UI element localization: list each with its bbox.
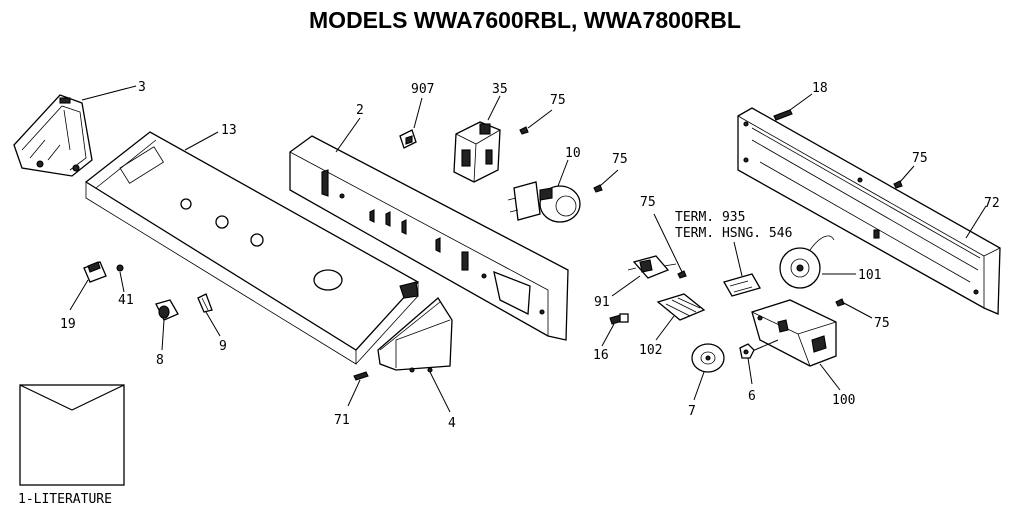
leader-35	[487, 95, 501, 121]
leader-907	[413, 97, 423, 129]
leader-term-hsng	[733, 241, 743, 277]
part-71-screw	[353, 371, 369, 381]
callout-7: 7	[688, 404, 696, 419]
literature-label: 1-LITERATURE	[18, 492, 112, 507]
leader-75a	[527, 109, 553, 129]
part-75-screw-e	[677, 270, 687, 279]
leader-6	[747, 357, 753, 385]
leader-75e	[653, 213, 683, 273]
leader-19	[69, 279, 89, 311]
leader-71	[347, 379, 361, 407]
part-2-control-bracket	[289, 135, 569, 341]
leader-16	[601, 323, 615, 347]
callout-9: 9	[219, 339, 227, 354]
callout-41: 41	[118, 293, 134, 308]
leader-8	[161, 319, 165, 351]
leader-10	[557, 159, 569, 187]
callout-102: 102	[639, 343, 662, 358]
callout-35: 35	[492, 82, 508, 97]
part-75-screw-d	[835, 298, 845, 307]
callout-3: 3	[138, 80, 146, 95]
callout-72: 72	[984, 196, 1000, 211]
part-546-terminal-housing	[723, 273, 761, 297]
callout-75a: 75	[550, 93, 566, 108]
part-18-screw	[773, 109, 793, 121]
callout-75b: 75	[612, 152, 628, 167]
callout-term-935: TERM. 935	[675, 210, 745, 225]
leader-91	[611, 275, 641, 297]
part-4-right-end-cap	[377, 297, 453, 373]
part-35-switch	[453, 121, 501, 183]
callout-101: 101	[858, 268, 881, 283]
leader-75d	[841, 301, 873, 319]
callout-4: 4	[448, 416, 456, 431]
callout-100: 100	[832, 393, 855, 408]
diagram-title: MODELS WWA7600RBL, WWA7800RBL	[309, 7, 741, 33]
part-19	[83, 261, 107, 283]
callout-91: 91	[594, 295, 610, 310]
callout-75d: 75	[874, 316, 890, 331]
literature-envelope	[19, 384, 125, 486]
part-10-timer	[507, 181, 581, 223]
callout-2: 2	[356, 103, 364, 118]
callout-71: 71	[334, 413, 350, 428]
leader-18	[789, 93, 813, 111]
part-102-block	[656, 293, 706, 321]
part-100-assembly	[751, 299, 837, 367]
leader-3	[81, 85, 137, 101]
part-6-nut	[739, 343, 755, 359]
part-91-switch	[627, 255, 677, 279]
part-3-left-end-cap	[13, 94, 93, 177]
leader-7	[693, 371, 705, 401]
callout-term-hsng-546: TERM. HSNG. 546	[675, 226, 792, 241]
callout-8: 8	[156, 353, 164, 368]
callout-10: 10	[565, 146, 581, 161]
leader-9	[205, 311, 221, 337]
part-41	[116, 264, 124, 272]
leader-75c	[899, 165, 915, 183]
part-101-motor	[779, 235, 835, 289]
callout-6: 6	[748, 389, 756, 404]
callout-75c: 75	[912, 151, 928, 166]
leader-72	[965, 205, 987, 239]
part-75-screw-a	[519, 126, 529, 135]
callout-75e: 75	[640, 195, 656, 210]
leader-4	[429, 371, 451, 413]
callout-18: 18	[812, 81, 828, 96]
part-16	[609, 313, 629, 325]
part-72-back-panel	[737, 107, 1001, 315]
leader-102	[655, 315, 675, 341]
callout-19: 19	[60, 317, 76, 332]
part-8-knob	[155, 299, 179, 321]
leader-75b	[599, 169, 619, 187]
callout-13: 13	[221, 123, 237, 138]
leader-100	[819, 363, 841, 391]
callout-907: 907	[411, 82, 434, 97]
part-9-clip	[197, 293, 213, 313]
part-7-knob	[691, 343, 725, 373]
leader-41	[119, 271, 125, 293]
part-75-screw-b	[593, 184, 603, 193]
callout-16: 16	[593, 348, 609, 363]
leader-13	[184, 131, 219, 151]
part-13-console-panel	[84, 131, 420, 365]
leader-2	[335, 117, 361, 153]
part-907	[399, 129, 417, 149]
part-75-screw-c	[893, 180, 903, 189]
